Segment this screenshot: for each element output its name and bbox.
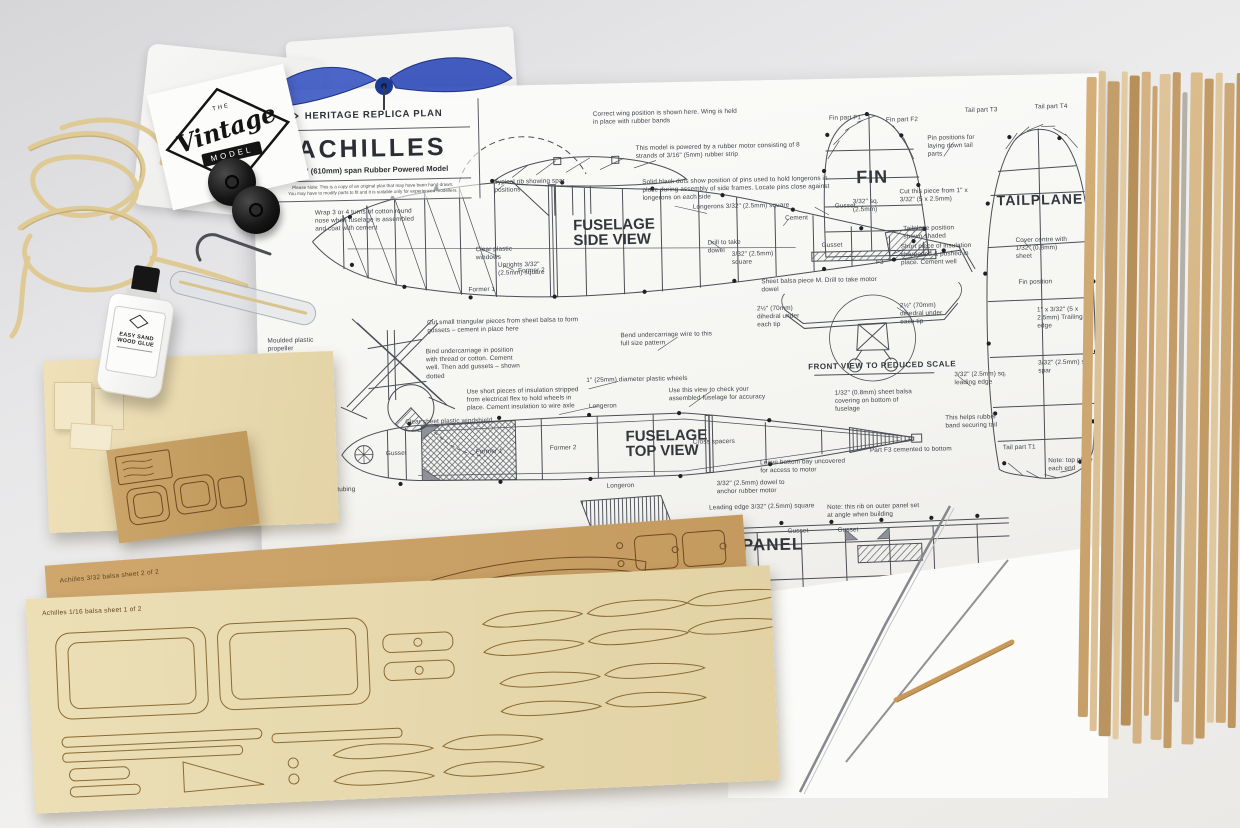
label-fuselage-side-view: FUSELAGE SIDE VIEW — [572, 215, 655, 250]
plan-annotation: Cement — [784, 214, 809, 222]
plan-annotation: Gusset — [787, 527, 809, 535]
label-wing-panel: PANEL — [741, 534, 804, 555]
plan-annotation: Tailplane position shown shaded — [903, 224, 955, 241]
plan-annotation: Wrap 3 or 4 turns of cotton round nose w… — [314, 207, 415, 234]
plan-annotation: Fin position — [1018, 278, 1053, 286]
sheet-1-16-cut-parts — [55, 588, 789, 798]
plan-annotation: Short piece of insulation sharpened & pu… — [900, 241, 972, 267]
plan-annotation: Clear plastic windows — [475, 245, 513, 262]
wire-hook — [195, 233, 272, 262]
plan-annotation: Pin positions for laying down tail parts — [927, 133, 975, 159]
plan-sheet: HERITAGE REPLICA PLAN ACHILLES 24" (610m… — [252, 73, 1112, 649]
plan-annotation: 3/32" (2.5mm) dowel to anchor rubber mot… — [716, 478, 785, 496]
plan-annotation: Gusset — [821, 241, 843, 250]
plan-annotation: Solid black dots show position of pins u… — [642, 174, 830, 203]
glue-logo-icon — [129, 314, 149, 329]
plan-annotation: Former 2 — [518, 266, 545, 275]
plan-annotation: Fin part F2 — [885, 116, 919, 124]
plan-annotation: Gusset — [385, 449, 407, 458]
label-fin: FIN — [855, 166, 889, 188]
plan-annotation: 1/32" (0.8mm) sheet balsa covering on bo… — [834, 388, 913, 414]
plan-annotation: Cut this piece from 1" x 3/32" (5 x 2.5m… — [899, 186, 968, 204]
plan-annotation: Former 2 — [549, 444, 577, 452]
plan-annotation: Tail part T3 — [964, 106, 998, 115]
plan-annotation: Former 1 — [468, 285, 496, 294]
plan-annotation: Note: this rib on outer panel set at ang… — [827, 502, 920, 520]
plan-annotation: 2½" (70mm) dihedral under each tip — [899, 301, 943, 326]
glue-bottle-body: EASY SAND WOOD GLUE — [94, 291, 176, 401]
glue-bottle-label: EASY SAND WOOD GLUE — [104, 305, 167, 379]
plan-annotation: Longeron — [588, 402, 617, 410]
small-sheet-cut-parts — [114, 449, 248, 526]
plan-annotation: Leave bottom bay uncovered for access to… — [760, 457, 846, 475]
label-tailplane: TAILPLANE — [996, 190, 1084, 209]
plan-annotation: 3/32" sq. (2.5mm) — [852, 197, 879, 214]
plan-annotation: Bind undercarriage in position with thre… — [425, 346, 520, 380]
plan-annotation: 3/32" (2.5mm) sq. leading edge — [954, 370, 1007, 387]
balsa-sheet-1-16: Achilles 1/16 balsa sheet 1 of 2 — [25, 565, 789, 814]
plan-annotation: Bend undercarriage wire to this full siz… — [620, 330, 713, 348]
plan-annotation: 3/32" (2.5mm) square — [731, 250, 774, 267]
plan-annotation: Tail part T4 — [1034, 102, 1068, 111]
plan-annotation: Cross spacers — [692, 437, 735, 446]
balsa-block — [54, 382, 92, 430]
rubber-band-motor — [9, 117, 249, 339]
plan-annotation: 2½" (70mm) dihedral under each tip — [756, 304, 800, 329]
balsa-strip-bundle — [1077, 71, 1240, 765]
plan-annotation: Longeron — [606, 482, 635, 490]
plan-annotation: Use this view to check your assembled fu… — [668, 385, 766, 403]
glue-bottle: EASY SAND WOOD GLUE — [88, 261, 186, 407]
plan-annotation: F3 — [875, 258, 884, 266]
plan-annotation: Tail part T1 — [1002, 443, 1036, 452]
balsa-block — [69, 422, 113, 452]
plan-linework — [312, 111, 1098, 598]
plan-annotation: Typical rib showing spar positions — [494, 177, 565, 195]
plan-annotation: Part F3 cemented to bottom — [869, 445, 952, 455]
plan-annotation: Use short pieces of insulation stripped … — [466, 386, 579, 412]
plan-annotation: Sheet balsa piece M. Drill to take motor… — [761, 275, 877, 294]
rubber-wheel — [232, 186, 280, 234]
balsa-cut-small-sheet — [106, 430, 260, 544]
plan-annotation: Former 1 — [475, 447, 503, 456]
plan-note: Please Note: This is a copy of an origin… — [274, 178, 472, 203]
plan-annotation: Fin part F1 — [828, 114, 862, 122]
plan-annotation: Cut small triangular pieces from sheet b… — [427, 316, 579, 335]
plan-annotation: Gusset — [837, 526, 859, 534]
plan-annotation: Correct wing position is shown here. Win… — [592, 107, 737, 126]
plan-annotation: This helps rubber band securing tail — [945, 413, 998, 430]
plan-annotation: Cover centre with 1/32" (0.8mm) sheet — [1015, 235, 1068, 261]
